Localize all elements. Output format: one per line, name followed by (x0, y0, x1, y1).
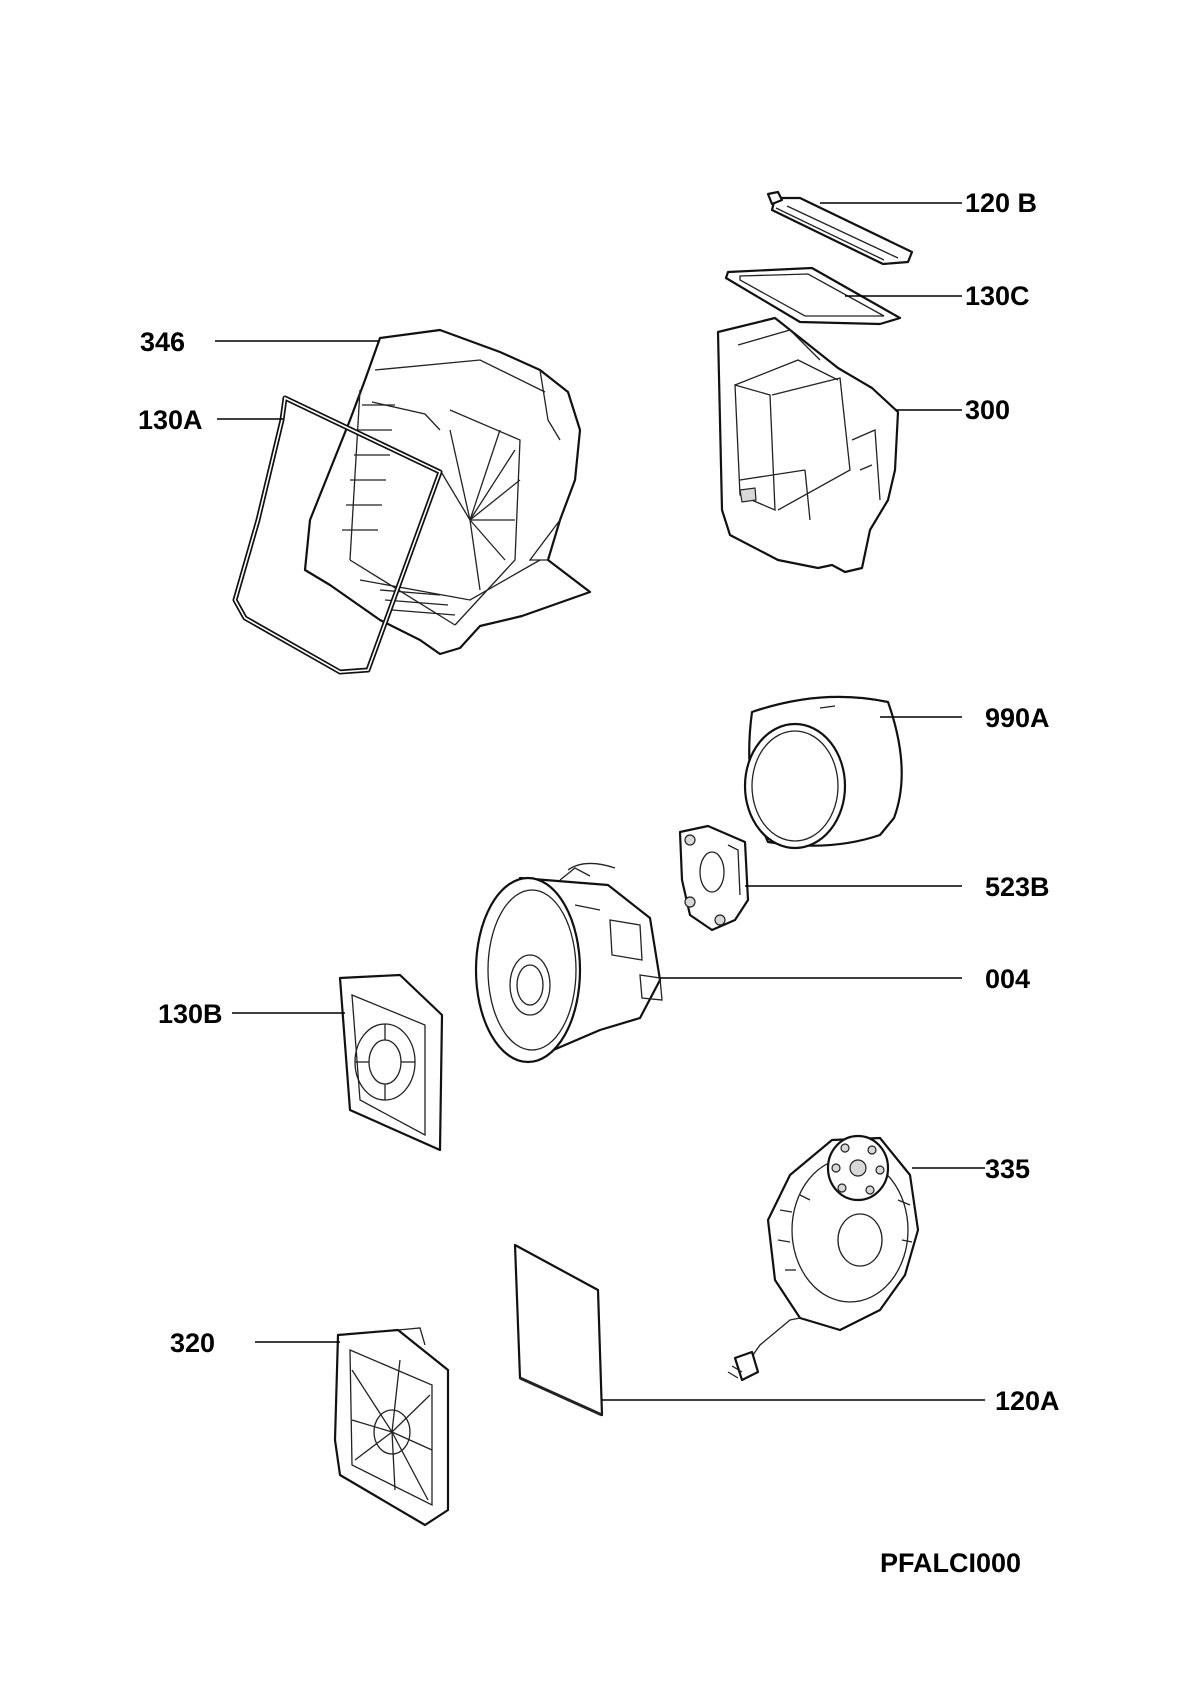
label-300: 300 (965, 395, 1010, 425)
label-120A: 120A (995, 1386, 1060, 1416)
part-004-motor[interactable] (474, 862, 663, 1064)
part-130A-seal[interactable] (232, 395, 443, 675)
label-120B: 120 B (965, 188, 1037, 218)
label-004: 004 (985, 964, 1030, 994)
part-300-housing[interactable] (716, 316, 900, 574)
part-120A-filter-sheet[interactable] (513, 1243, 604, 1417)
part-346-main-housing[interactable] (303, 328, 592, 656)
part-130B-grille[interactable] (338, 973, 444, 1152)
part-523B-holder[interactable] (678, 824, 750, 932)
label-130B: 130B (158, 999, 223, 1029)
part-130C-gasket[interactable] (724, 266, 902, 326)
label-990A: 990A (985, 703, 1050, 733)
label-130C: 130C (965, 281, 1030, 311)
label-320: 320 (170, 1328, 215, 1358)
label-130A: 130A (138, 405, 203, 435)
part-120B-filter-frame[interactable] (766, 190, 914, 266)
part-990A-motor-cover[interactable] (743, 695, 903, 850)
part-335-cord-reel[interactable] (727, 1134, 920, 1382)
label-335: 335 (985, 1154, 1030, 1184)
label-346: 346 (140, 327, 185, 357)
drawing-code: PFALCI000 (880, 1548, 1021, 1578)
part-320-grille-frame[interactable] (333, 1327, 450, 1527)
label-523B: 523B (985, 872, 1050, 902)
